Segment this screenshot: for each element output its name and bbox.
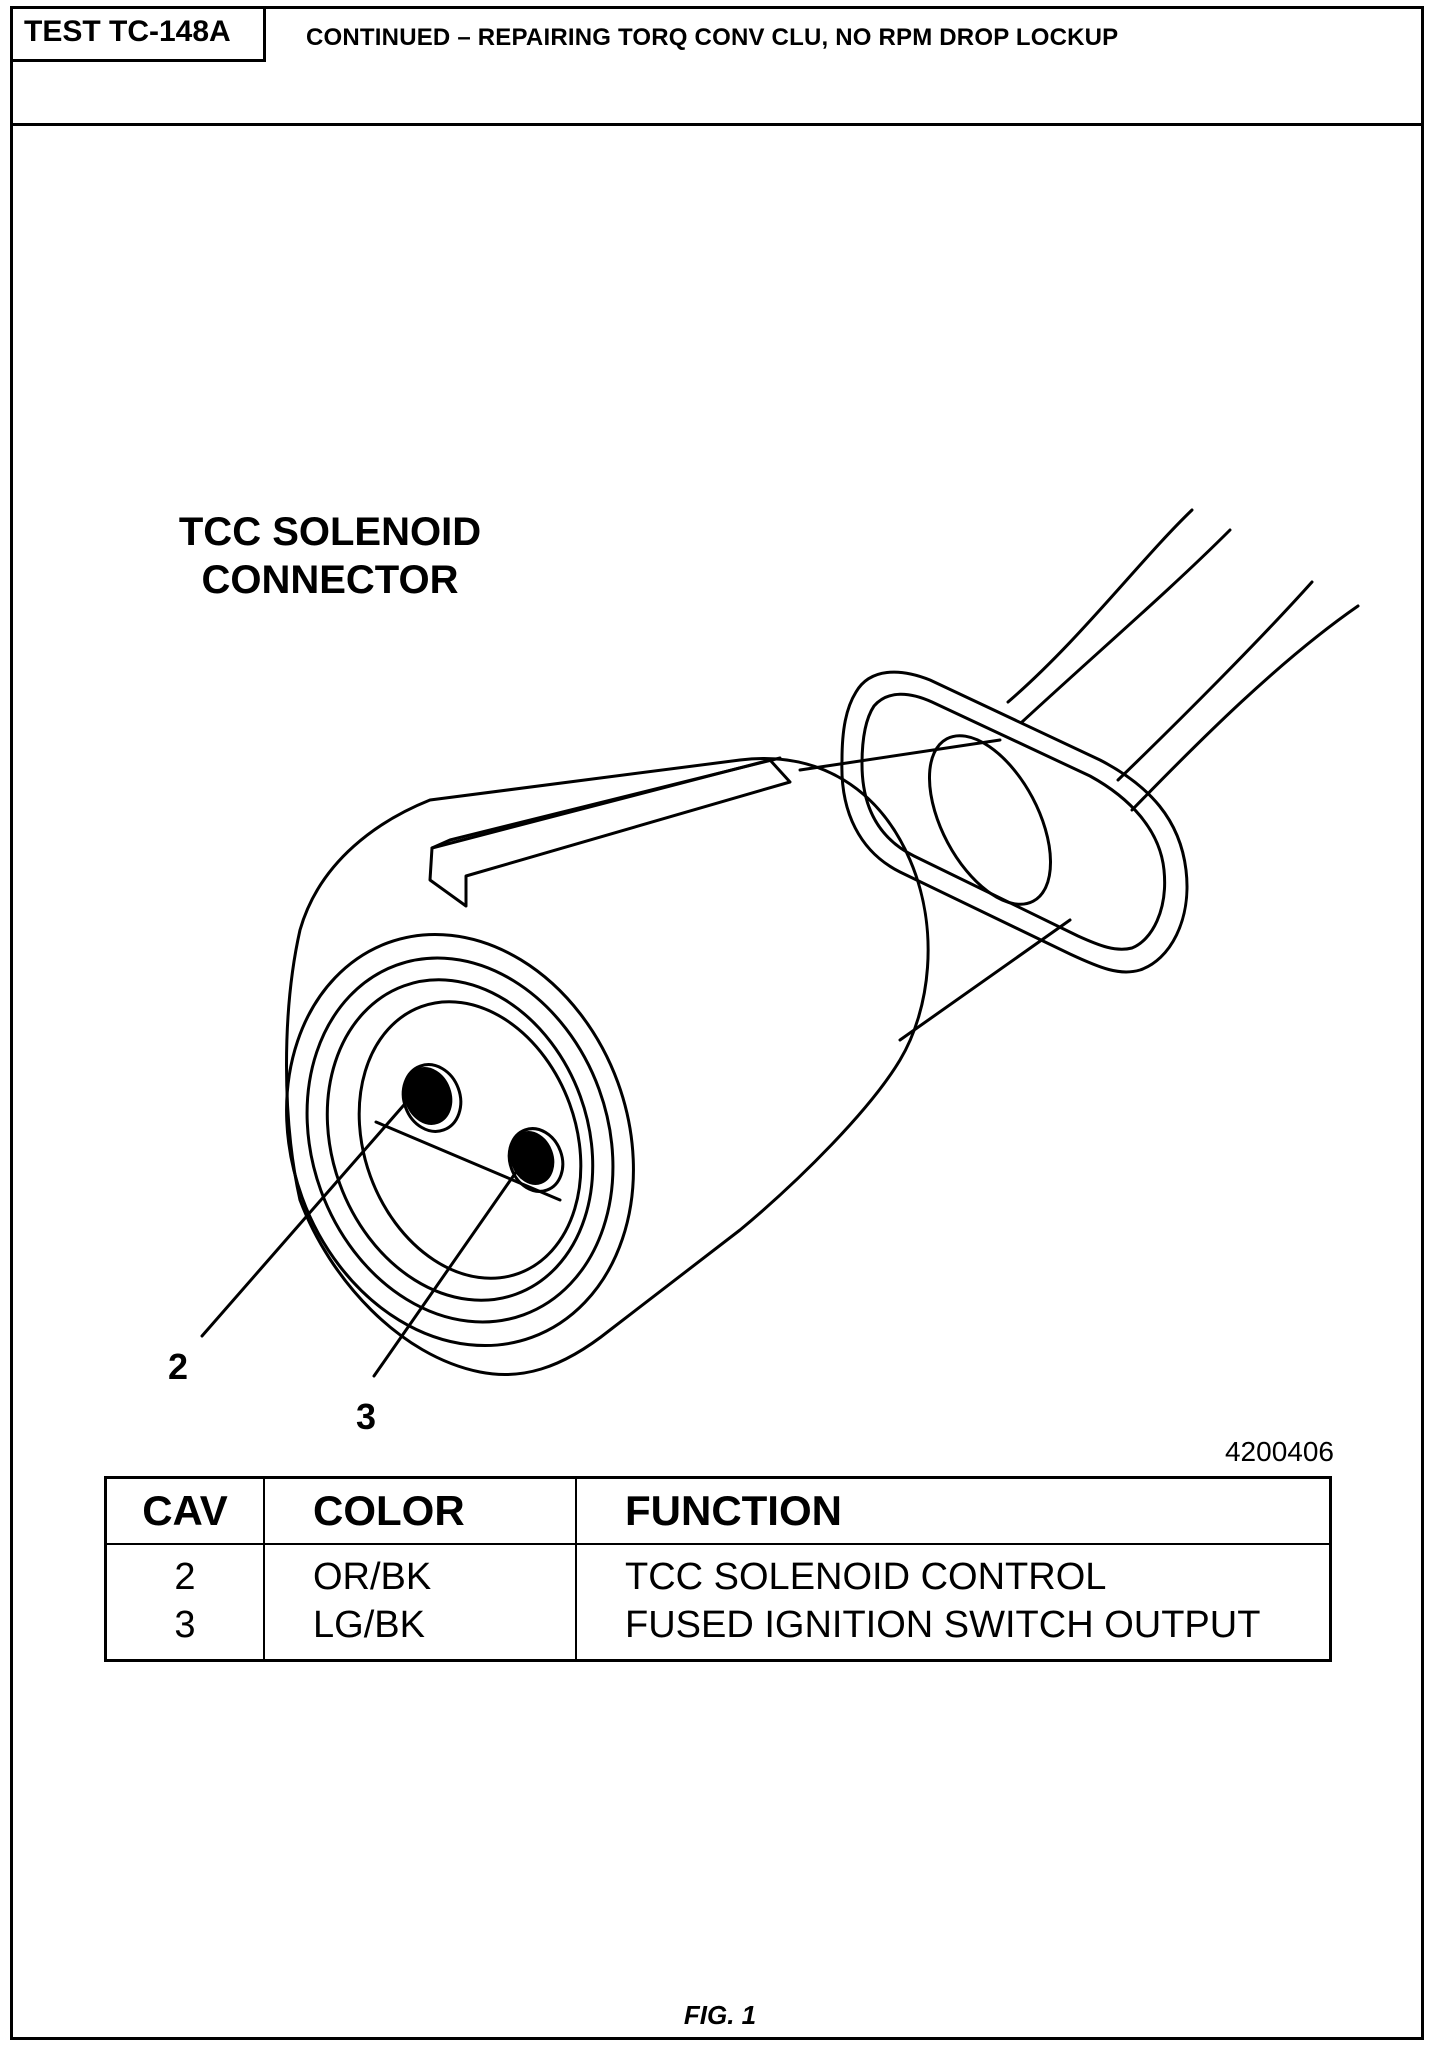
cell-cav: 3 [105, 1601, 265, 1661]
wire-2 [1020, 528, 1232, 724]
front-ring-outer [285, 932, 635, 1348]
header-color: COLOR [264, 1477, 577, 1545]
leader-3 [372, 1150, 532, 1378]
cell-color: OR/BK [264, 1544, 577, 1601]
header-function: FUNCTION [576, 1477, 1331, 1545]
rear-flange [840, 670, 1189, 974]
rear-flange-inner [860, 692, 1167, 951]
test-id-box: TEST TC-148A [10, 6, 266, 62]
table-row: 2 OR/BK TCC SOLENOID CONTROL [105, 1544, 1331, 1601]
front-ring-inner [325, 978, 595, 1302]
face-divider [374, 1120, 562, 1202]
diagram-title-line2: CONNECTOR [201, 558, 459, 602]
cell-function: TCC SOLENOID CONTROL [625, 1556, 1107, 1598]
cavity-2 [401, 1063, 463, 1133]
table-header-row: CAV COLOR FUNCTION [105, 1477, 1331, 1545]
cavity-3 [507, 1127, 565, 1193]
header-title: CONTINUED – REPAIRING TORQ CONV CLU, NO … [306, 24, 1119, 51]
page-frame [10, 6, 1424, 2040]
housing [285, 757, 930, 1377]
wire-3 [1116, 580, 1314, 782]
pinout-table: CAV COLOR FUNCTION 2 OR/BK TCC SOLENOID … [104, 1476, 1332, 1662]
cell-cav: 2 [105, 1544, 265, 1601]
wire-1 [1006, 508, 1194, 704]
cell-function: FUSED IGNITION SWITCH OUTPUT [625, 1604, 1261, 1646]
body-end [927, 734, 1053, 906]
front-ring-mid [305, 956, 615, 1324]
callout-2: 2 [168, 1346, 189, 1387]
diagram-title: TCC SOLENOID CONNECTOR [140, 508, 520, 604]
diagram-title-line1: TCC SOLENOID [178, 510, 482, 554]
body-top [798, 738, 1002, 772]
header-bar [10, 6, 1424, 126]
header-cav: CAV [105, 1477, 265, 1545]
front-face [357, 1000, 583, 1280]
figure-caption: FIG. 1 [683, 2000, 757, 2030]
wire-4 [1130, 604, 1360, 812]
key-ridge-edge [430, 756, 782, 850]
callout-3: 3 [356, 1396, 377, 1437]
figure-number: 4200406 [1224, 1436, 1334, 1467]
cell-color: LG/BK [264, 1601, 577, 1661]
body-bottom [898, 918, 1072, 1042]
table-row: 3 LG/BK FUSED IGNITION SWITCH OUTPUT [105, 1601, 1331, 1661]
leader-2 [200, 1080, 426, 1338]
